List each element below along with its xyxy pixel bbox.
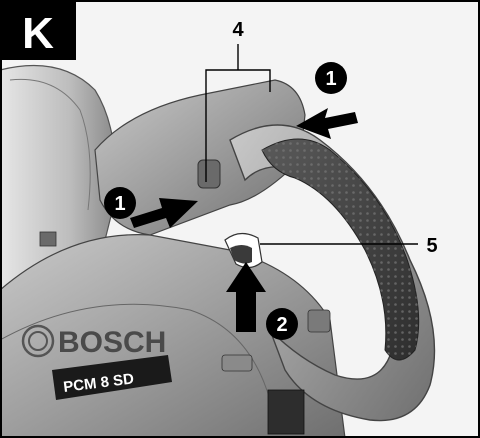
part-number-4: 4: [232, 19, 244, 41]
panel-letter: K: [22, 9, 54, 58]
brand-text: BOSCH: [58, 326, 166, 359]
arrow-press-left: [130, 198, 198, 228]
arrow-pull-up: [226, 262, 266, 332]
lever-detail-2: [307, 309, 331, 333]
guard-rim: [9, 78, 91, 211]
callout-lines: [205, 44, 418, 245]
model-plate: [52, 355, 172, 400]
grip-texture: [262, 139, 419, 360]
brand-logo: BOSCH: [21, 324, 166, 359]
step-badge-2: 2: [266, 308, 298, 340]
part-number-5: 5: [426, 235, 437, 257]
step-badge-1-left: 1: [104, 187, 136, 219]
lock-off-button: [197, 159, 221, 189]
housing-detail: [39, 231, 57, 247]
step-1-left-text: 1: [114, 193, 125, 215]
panel-badge: [0, 0, 76, 60]
on-off-switch: [230, 245, 252, 264]
info-label: [267, 389, 305, 435]
arrow-press-right: [296, 108, 358, 139]
lever-detail: [221, 354, 253, 372]
step-badge-1-top: 1: [315, 62, 347, 94]
step-1-top-text: 1: [325, 68, 336, 90]
step-2-text: 2: [276, 314, 287, 336]
